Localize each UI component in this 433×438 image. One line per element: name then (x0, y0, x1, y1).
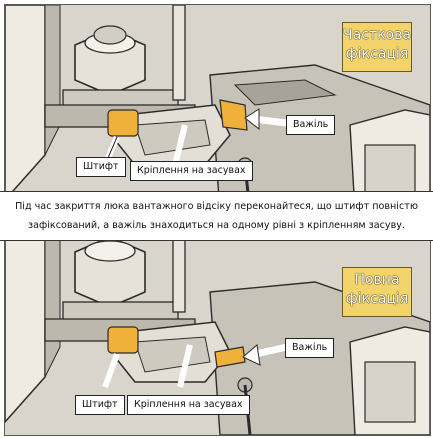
partial-lock-status-badge: Часткова фіксація (342, 22, 412, 72)
full-lock-panel: Повна фіксація Важіль Штифт Кріплення на… (4, 226, 431, 436)
full-lock-status-badge: Повна фіксація (342, 267, 412, 317)
status-line-1: Часткова (343, 27, 411, 43)
partial-lock-panel: Часткова фіксація Важіль Штифт Кріплення… (4, 4, 431, 213)
pin-label: Штифт (76, 157, 126, 177)
status-line-2: фіксація (345, 291, 409, 307)
status-line-1: Повна (354, 272, 400, 288)
instruction-caption: Під час закриття люка вантажного відсіку… (0, 191, 433, 241)
full-lock-illustration (5, 227, 430, 435)
mount-label: Кріплення на засувах (127, 395, 250, 415)
mount-label: Кріплення на засувах (130, 161, 253, 181)
lever-label: Важіль (286, 115, 336, 135)
caption-line-1: Під час закриття люка вантажного відсіку… (15, 201, 418, 212)
lever-label: Важіль (285, 338, 335, 358)
status-line-2: фіксація (345, 46, 409, 62)
pin-label: Штифт (75, 395, 125, 415)
caption-line-2: зафіксований, а важіль знаходиться на од… (28, 220, 405, 231)
